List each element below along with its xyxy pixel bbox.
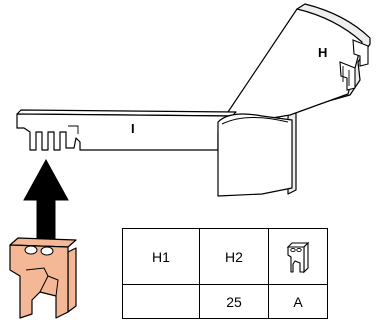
clip-hole-left — [24, 245, 38, 255]
long-arm-i-front — [16, 113, 233, 151]
clip-icon — [286, 241, 310, 273]
up-arrow-icon — [23, 158, 69, 242]
value-clip: A — [293, 293, 303, 310]
arm-joint-body — [217, 113, 293, 197]
clip-front — [9, 244, 69, 319]
angled-arm-h-clip-lower-inner — [342, 66, 350, 86]
value-cell-h1 — [122, 284, 200, 319]
angled-arm-h-clip-upper — [352, 39, 369, 67]
header-cell-h2: H2 — [199, 228, 269, 285]
header-cell-clip — [268, 228, 328, 285]
angled-arm-h-top — [227, 8, 363, 123]
header-h1-label: H1 — [152, 248, 170, 265]
arm-joint — [217, 113, 293, 197]
value-cell-clip: A — [268, 284, 328, 319]
clip-side — [67, 247, 77, 313]
angled-arm-h-clip-lower — [339, 61, 356, 91]
spec-table: H1 H2 25 A — [122, 228, 328, 319]
label-part-h: H — [318, 45, 327, 60]
value-h2: 25 — [226, 293, 242, 310]
long-arm-i — [16, 109, 237, 151]
value-cell-h2: 25 — [199, 284, 269, 319]
clip-hole-right — [40, 246, 54, 256]
arm-joint-curve — [221, 116, 289, 125]
angled-arm-h — [227, 3, 371, 195]
long-arm-i-pins — [29, 125, 79, 146]
header-cell-h1: H1 — [122, 228, 200, 285]
clip-icon — [9, 237, 77, 319]
table-header-row: H1 H2 — [122, 228, 328, 285]
table-row: 25 A — [122, 284, 328, 319]
clip-slot — [25, 267, 59, 297]
header-h2-label: H2 — [225, 248, 243, 265]
label-part-i: I — [131, 121, 135, 136]
